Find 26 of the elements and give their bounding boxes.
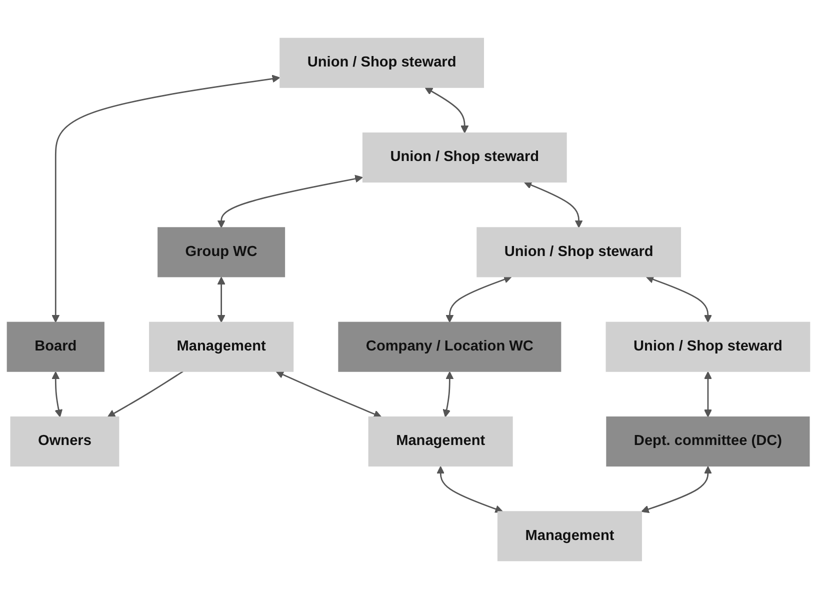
arrow <box>52 75 280 324</box>
node-box: Dept. committee (DC) <box>606 416 810 468</box>
node-box: Management <box>368 416 513 468</box>
node-box: Management <box>497 512 642 562</box>
arrow <box>641 466 712 514</box>
node-box: Company / Location WC <box>338 322 562 372</box>
node-box: Group WC <box>158 228 286 278</box>
arrow <box>52 372 63 418</box>
arrow <box>446 276 512 324</box>
node-box: Union / Shop steward <box>280 38 484 88</box>
node-box: Union / Shop steward <box>362 132 567 184</box>
arrow <box>704 372 712 418</box>
node-box: Board <box>6 322 104 372</box>
node-box: Owners <box>10 416 120 468</box>
node-box: Union / Shop steward <box>476 228 682 278</box>
node-box: Union / Shop steward <box>606 322 810 372</box>
arrow <box>217 277 226 324</box>
arrow <box>217 175 363 228</box>
arrow <box>276 371 382 418</box>
arrow <box>646 276 712 324</box>
node-box: Management <box>149 322 294 372</box>
arrow <box>424 88 469 134</box>
arrow <box>442 372 454 418</box>
arrow <box>107 371 184 418</box>
arrow <box>524 182 583 228</box>
arrow <box>436 466 504 514</box>
